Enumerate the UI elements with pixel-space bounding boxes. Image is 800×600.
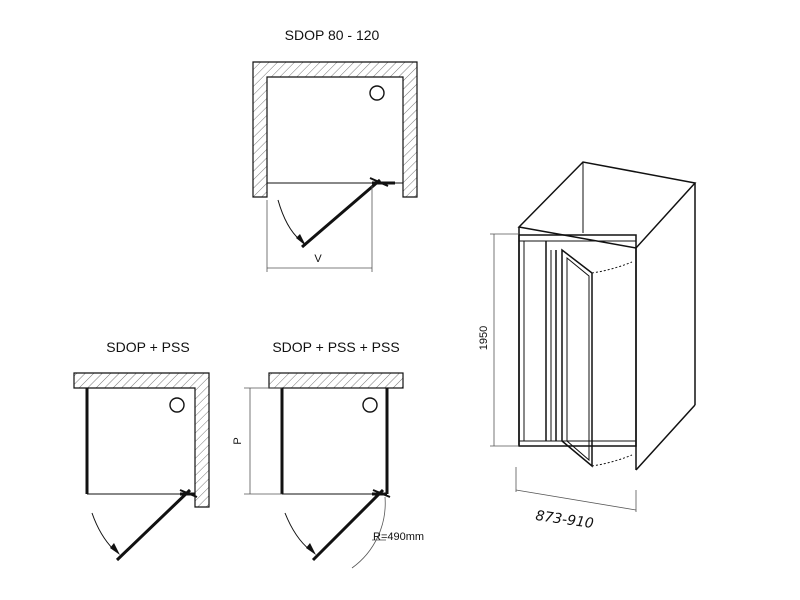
door-leaf [311, 488, 385, 562]
plan-sdop: SDOP 80 - 120 V [252, 27, 418, 272]
dim-label-p: P [232, 437, 244, 444]
dim-label-width: 873-910 [534, 508, 594, 532]
isometric-view: 1950 873-910 [478, 161, 697, 532]
radius-arc [351, 496, 386, 569]
iso-door-frame [518, 234, 637, 447]
dim-label-v: V [314, 253, 322, 265]
dim-line-width [515, 489, 637, 511]
dim-label-height: 1950 [478, 326, 490, 350]
wall-hatched [268, 372, 404, 389]
swing-arrow [296, 234, 306, 246]
swing-arc [284, 512, 311, 551]
iso-swing-arc-bottom [591, 454, 633, 467]
wall-hatched [252, 61, 418, 198]
plan-sdop-pss: SDOP + PSS [73, 339, 210, 562]
swing-arc [91, 512, 115, 551]
plan-sdop-title: SDOP 80 - 120 [285, 27, 380, 43]
drain-icon [169, 397, 185, 413]
door-hinge [369, 177, 389, 187]
iso-bottom-right-edge [635, 404, 696, 471]
door-leaf [301, 178, 381, 249]
plan-sdop-pss-pss: SDOP + PSS + PSS R=490mm P [232, 339, 424, 569]
iso-swing-arc-top [591, 261, 633, 274]
plan-sdop-pss-title: SDOP + PSS [106, 339, 189, 355]
radius-label: R=490mm [373, 531, 424, 543]
swing-arrow [306, 543, 316, 555]
plan-sdop-pss-pss-title: SDOP + PSS + PSS [272, 339, 399, 355]
swing-arc [277, 199, 301, 241]
iso-fold-leaf-1-inner [566, 256, 590, 462]
door-hinge [372, 489, 391, 498]
drain-icon [362, 397, 378, 413]
drain-icon [369, 85, 385, 101]
door-leaf [115, 488, 192, 562]
swing-arrow [110, 543, 120, 555]
door-hinge [179, 489, 198, 498]
wall-hatched [73, 372, 210, 508]
